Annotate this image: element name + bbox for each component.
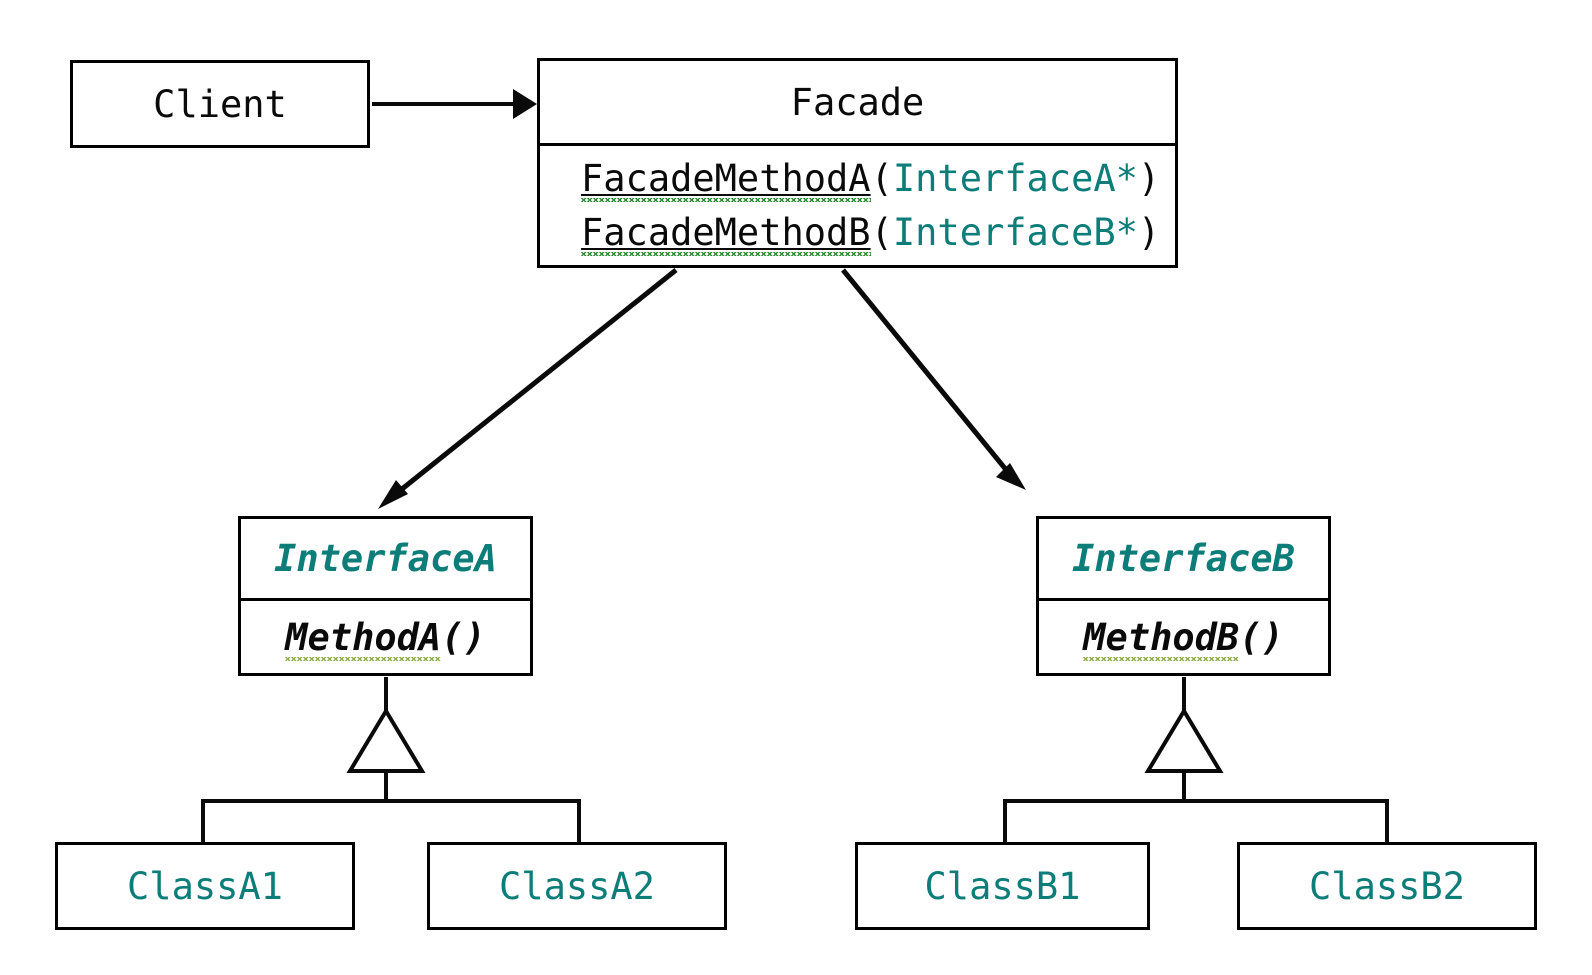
operation-open-paren-a: ( <box>870 157 893 201</box>
class-name-class-b2: ClassB2 <box>1309 864 1465 908</box>
class-name-client: Client <box>153 82 287 126</box>
class-name-interface-a: InterfaceA <box>274 537 497 580</box>
edge-generalization-interface-b <box>1003 677 1389 844</box>
class-box-class-b2[interactable]: ClassB2 <box>1237 842 1537 930</box>
class-name-class-a2: ClassA2 <box>499 864 655 908</box>
class-box-interface-b-operations-compartment: MethodB() <box>1039 601 1328 673</box>
class-box-facade[interactable]: Facade FacadeMethodA(InterfaceA*) Facade… <box>537 58 1178 268</box>
operation-name-facade-method-a: FacadeMethodA <box>581 157 871 203</box>
class-box-interface-a[interactable]: InterfaceA MethodA() <box>238 516 533 676</box>
class-box-interface-b-name-compartment: InterfaceB <box>1039 519 1328 601</box>
class-box-class-a2-name-compartment: ClassA2 <box>430 845 724 927</box>
class-box-class-a1-name-compartment: ClassA1 <box>58 845 352 927</box>
class-box-client[interactable]: Client <box>70 60 370 148</box>
operation-name-method-a: MethodA <box>285 615 442 662</box>
class-box-interface-b[interactable]: InterfaceB MethodB() <box>1036 516 1331 676</box>
operation-close-paren-b: ) <box>1137 210 1161 254</box>
class-box-class-a2[interactable]: ClassA2 <box>427 842 727 930</box>
edge-client-to-facade <box>372 89 537 119</box>
class-box-class-b2-name-compartment: ClassB2 <box>1240 845 1534 927</box>
operation-parens-method-a: () <box>441 615 486 659</box>
operation-name-facade-method-b: FacadeMethodB <box>581 210 871 257</box>
class-box-client-name-compartment: Client <box>73 63 367 145</box>
operation-method-b: MethodB() <box>1083 615 1284 662</box>
operation-parens-method-b: () <box>1239 615 1284 659</box>
operation-method-a: MethodA() <box>285 615 486 662</box>
class-box-interface-a-operations-compartment: MethodA() <box>241 601 530 673</box>
operation-name-method-b: MethodB <box>1083 615 1240 662</box>
operation-param-type-b: InterfaceB* <box>892 210 1138 254</box>
edge-generalization-interface-a <box>201 677 581 844</box>
edge-facade-to-interface-a <box>378 268 678 509</box>
class-name-interface-b: InterfaceB <box>1072 537 1295 580</box>
class-box-facade-name-compartment: Facade <box>540 61 1175 146</box>
operation-facade-method-b: FacadeMethodB(InterfaceB*) <box>581 209 1175 256</box>
class-box-class-a1[interactable]: ClassA1 <box>55 842 355 930</box>
class-name-class-a1: ClassA1 <box>127 864 283 908</box>
class-box-facade-operations-compartment: FacadeMethodA(InterfaceA*) FacadeMethodB… <box>540 146 1175 265</box>
edge-facade-to-interface-b <box>841 268 1026 490</box>
class-box-class-b1[interactable]: ClassB1 <box>855 842 1150 930</box>
class-name-class-b1: ClassB1 <box>924 864 1081 908</box>
class-box-class-b1-name-compartment: ClassB1 <box>858 845 1147 927</box>
operation-facade-method-a: FacadeMethodA(InterfaceA*) <box>581 155 1175 202</box>
operation-param-type-a: InterfaceA* <box>892 157 1138 201</box>
class-box-interface-a-name-compartment: InterfaceA <box>241 519 530 601</box>
class-name-facade: Facade <box>790 80 925 124</box>
operation-open-paren-b: ( <box>870 210 893 254</box>
operation-close-paren-a: ) <box>1137 157 1161 201</box>
